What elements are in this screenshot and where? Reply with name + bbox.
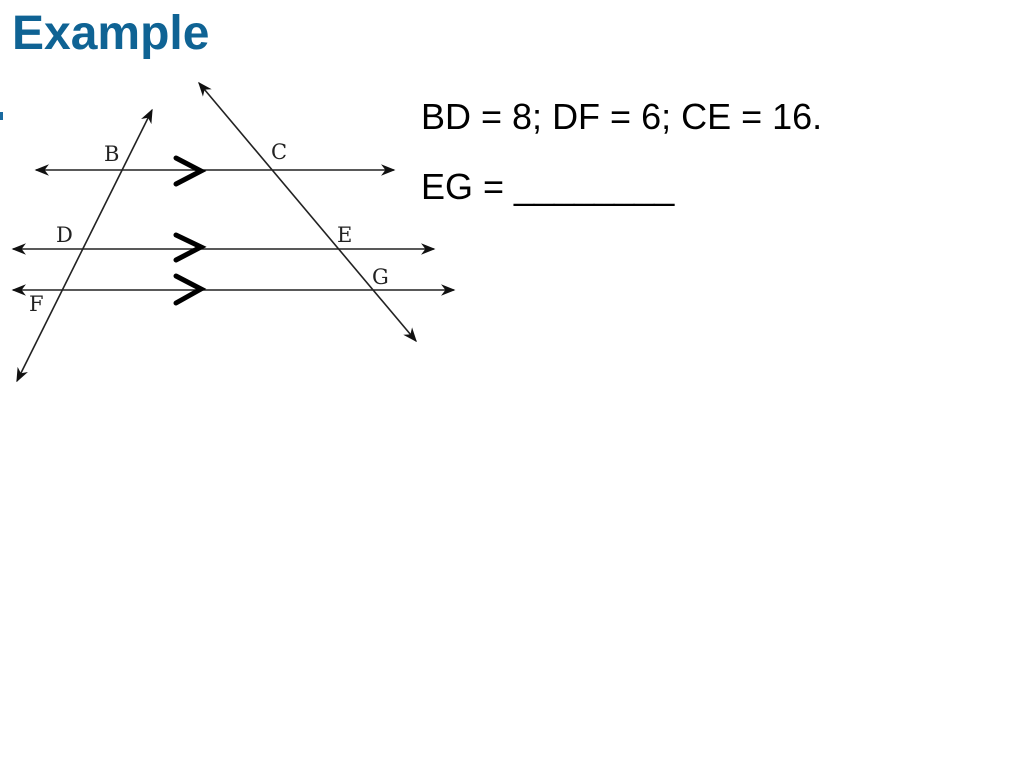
bullet-marker	[0, 112, 3, 120]
transversal-left	[16, 108, 153, 383]
parallel-marker-1	[173, 155, 207, 187]
point-label-D: D	[56, 223, 73, 247]
question-prompt: EG = ________	[421, 166, 675, 207]
point-label-G: G	[372, 265, 389, 289]
parallel-marker-2	[173, 232, 207, 263]
point-label-B: B	[104, 142, 119, 166]
point-label-E: E	[337, 223, 352, 247]
slide-title: Example	[12, 7, 210, 60]
given-values: BD = 8; DF = 6; CE = 16.	[421, 96, 823, 137]
parallel-marker-3	[173, 273, 207, 306]
transversal-right	[198, 81, 417, 343]
point-label-C: C	[271, 140, 287, 164]
parallel-lines-diagram: B C D E F G	[11, 81, 456, 383]
point-label-F: F	[29, 292, 44, 316]
